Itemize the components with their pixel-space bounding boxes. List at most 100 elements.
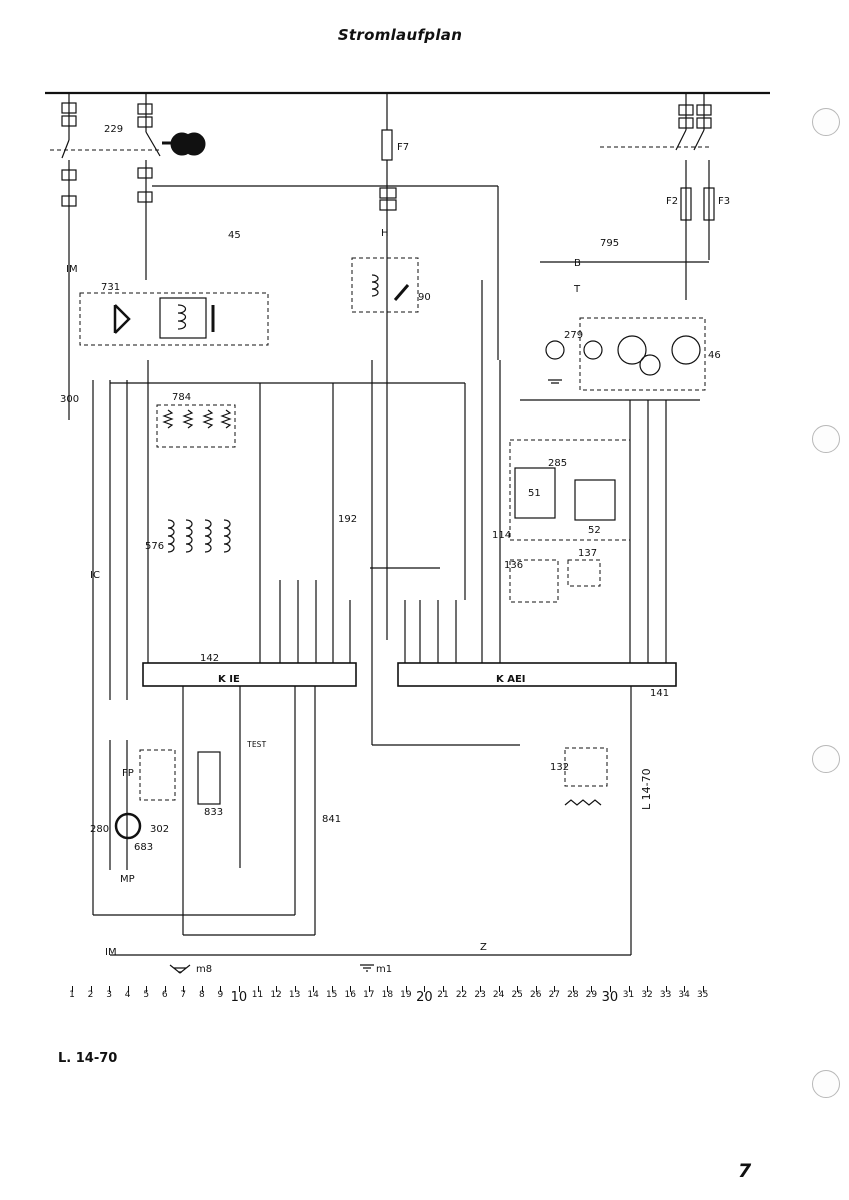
wire-label-im: IM (105, 947, 117, 958)
ruler-column-number: 17 (363, 990, 375, 1000)
ruler-column-number: 9 (217, 990, 224, 1000)
ruler-column-number: 19 (400, 990, 412, 1000)
binder-hole (812, 745, 840, 773)
ruler-tick (127, 986, 129, 992)
label-795: 795 (600, 238, 619, 249)
ruler-tick (443, 986, 444, 992)
lamp-279 (545, 340, 565, 360)
label-test: TEST (247, 740, 266, 749)
binder-hole (812, 425, 840, 453)
ignition-switch-center (137, 93, 206, 280)
ruler-column-number: 14 (307, 990, 319, 1000)
ruler-tick (405, 986, 407, 992)
label-m1: m1 (376, 964, 392, 975)
ignition-module-285 (509, 439, 631, 541)
wire-label-ic: IC (90, 570, 100, 581)
ruler-tick (647, 986, 649, 992)
ruler-column-number: 31 (622, 990, 635, 1000)
ruler-column-number: 6 (161, 990, 168, 1000)
label-51: 51 (528, 488, 541, 499)
ruler-column-number: 3 (106, 990, 112, 1000)
ruler-tick (294, 986, 296, 992)
label-90: 90 (418, 292, 431, 303)
label-m8: m8 (196, 964, 212, 975)
binder-hole (812, 108, 840, 136)
ruler-column-number: 24 (492, 990, 505, 1000)
ruler-tick (238, 986, 240, 992)
label-833: 833 (204, 807, 223, 818)
ruler-column-number: 8 (198, 990, 205, 1000)
component-labels: 229 F7 F2 F3 45 731 300 784 576 142 90 7… (60, 124, 730, 975)
ruler-column-number: 26 (530, 990, 542, 1000)
ruler-tick (183, 986, 185, 992)
ruler-tick (72, 986, 73, 992)
ruler-tick (535, 986, 537, 992)
ruler-column-number: 4 (124, 990, 131, 1000)
ruler-column-number: 16 (344, 990, 356, 1000)
ruler-tick (424, 986, 426, 992)
ruler-column-number: 29 (585, 990, 598, 1000)
ruler-column-number: 15 (325, 990, 338, 1000)
page-number: 7 (738, 1160, 752, 1182)
ecu-block-kaei (397, 662, 677, 687)
ruler-tick (164, 986, 166, 992)
ruler-column-number: 20 (416, 990, 433, 1005)
ecu-block-kie (142, 662, 357, 687)
ruler-column-number: 21 (437, 990, 449, 1000)
ruler-tick (554, 986, 556, 992)
label-302: 302 (150, 824, 169, 835)
ruler-column-number: 33 (659, 990, 672, 1000)
ruler-tick (146, 986, 148, 992)
ruler-column-number: 32 (641, 990, 653, 1000)
ruler-tick (684, 986, 686, 992)
ruler-tick (350, 986, 352, 992)
horizontal-wires (93, 261, 709, 956)
fuse-f7 (379, 93, 397, 640)
ruler-tick (313, 986, 315, 992)
label-fp: FP (122, 768, 134, 779)
label-576: 576 (145, 541, 164, 552)
ruler-tick (591, 986, 593, 992)
fuel-pump-683 (114, 812, 142, 840)
ruler-column-number: 34 (678, 990, 690, 1000)
label-731: 731 (101, 282, 120, 293)
ruler-tick (90, 986, 92, 992)
ruler-column-number: 10 (230, 990, 248, 1005)
ruler-column-number: 23 (474, 990, 486, 1000)
label-784: 784 (172, 392, 191, 403)
ruler-tick (109, 986, 111, 992)
label-141: 141 (650, 688, 669, 699)
ruler-column-number: 27 (548, 990, 561, 1000)
ruler-tick (257, 986, 259, 992)
wire-label-t: T (573, 284, 581, 295)
label-137: 137 (578, 548, 597, 559)
label-f2: F2 (666, 196, 678, 207)
crank-sensor-132 (564, 747, 608, 787)
label-142: 142 (200, 653, 219, 664)
label-mp: MP (120, 874, 135, 885)
injectors-576 (167, 519, 231, 553)
footer-reference: L. 14-70 (58, 1051, 118, 1066)
wire-label-h: H (381, 228, 389, 239)
ruler-tick (609, 986, 611, 992)
label-841: 841 (322, 814, 341, 825)
ruler-column-number: 13 (288, 990, 301, 1000)
gauge-left (617, 335, 647, 365)
ignition-switch-left (50, 93, 160, 420)
ruler-column-number: 7 (180, 990, 187, 1000)
air-meter-833 (197, 751, 221, 805)
ruler-column-number: 35 (696, 990, 709, 1000)
ruler-tick (702, 986, 704, 992)
label-52: 52 (588, 525, 601, 536)
label-229-left: 229 (104, 124, 123, 135)
page-title: Stromlaufplan (337, 26, 463, 44)
sensor-136 (509, 559, 559, 603)
ruler-column-number: 1 (69, 990, 75, 1000)
wire-label-z: Z (480, 942, 487, 953)
label-285: 285 (548, 458, 567, 469)
ruler-column-number: 22 (455, 990, 468, 1000)
ruler-tick (331, 986, 333, 992)
ruler-column-number: 11 (251, 990, 264, 1000)
harness-wires (92, 280, 667, 955)
